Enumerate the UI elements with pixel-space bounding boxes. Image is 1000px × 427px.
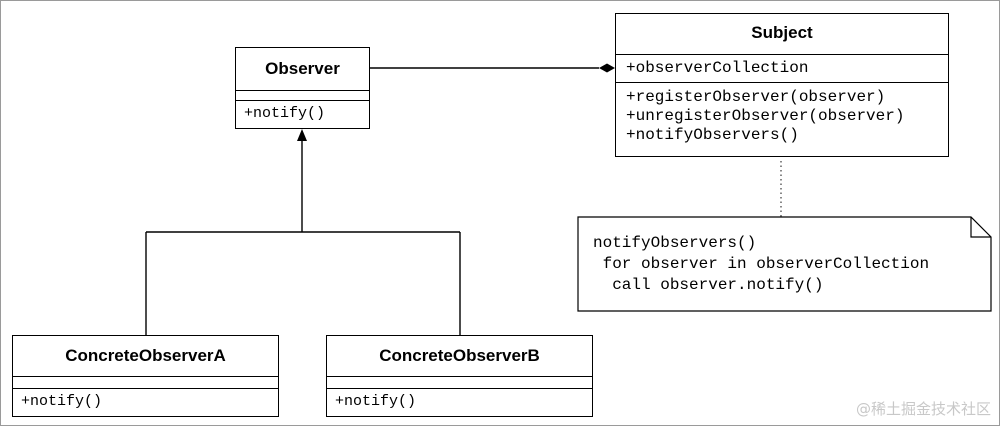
concrete-observer-b-op-notify: +notify() xyxy=(335,393,417,410)
note-line-2: for observer in observerCollection xyxy=(593,255,930,273)
concrete-observer-b-name: ConcreteObserverB xyxy=(379,346,540,365)
observer-class-name: Observer xyxy=(265,59,340,78)
inheritance-arrowhead xyxy=(297,129,307,141)
note-shape xyxy=(577,216,992,312)
composition-diamond xyxy=(599,63,615,73)
concrete-observer-a-name: ConcreteObserverA xyxy=(65,346,226,365)
concrete-observer-a-attributes xyxy=(13,376,278,388)
subject-op-register: +registerObserver(observer) xyxy=(626,88,886,106)
concrete-observer-b-operations: +notify() xyxy=(327,388,592,416)
pseudocode-note: notifyObservers() for observer in observ… xyxy=(593,233,978,303)
note-line-1: notifyObservers() xyxy=(593,234,757,252)
subject-class-name: Subject xyxy=(751,23,813,42)
note-line-3: call observer.notify() xyxy=(593,276,824,294)
note-fold xyxy=(970,217,991,238)
observer-class: Observer +notify() xyxy=(235,47,370,129)
subject-class: Subject +observerCollection +registerObs… xyxy=(615,13,949,157)
concrete-observer-a-op-notify: +notify() xyxy=(21,393,103,410)
subject-operations: +registerObserver(observer) +unregisterO… xyxy=(616,82,948,156)
observer-op-notify: +notify() xyxy=(244,105,326,122)
observer-attributes xyxy=(236,90,369,100)
subject-attr-collection: +observerCollection xyxy=(626,59,809,77)
subject-op-unregister: +unregisterObserver(observer) xyxy=(626,107,905,125)
concrete-observer-b-attributes xyxy=(327,376,592,388)
observer-operations: +notify() xyxy=(236,100,369,128)
watermark: @稀土掘金技术社区 xyxy=(855,400,991,418)
subject-op-notify-observers: +notifyObservers() xyxy=(626,126,799,144)
subject-attributes: +observerCollection xyxy=(616,54,948,82)
concrete-observer-a-operations: +notify() xyxy=(13,388,278,416)
concrete-observer-a-class: ConcreteObserverA +notify() xyxy=(12,335,279,417)
concrete-observer-b-class: ConcreteObserverB +notify() xyxy=(326,335,593,417)
